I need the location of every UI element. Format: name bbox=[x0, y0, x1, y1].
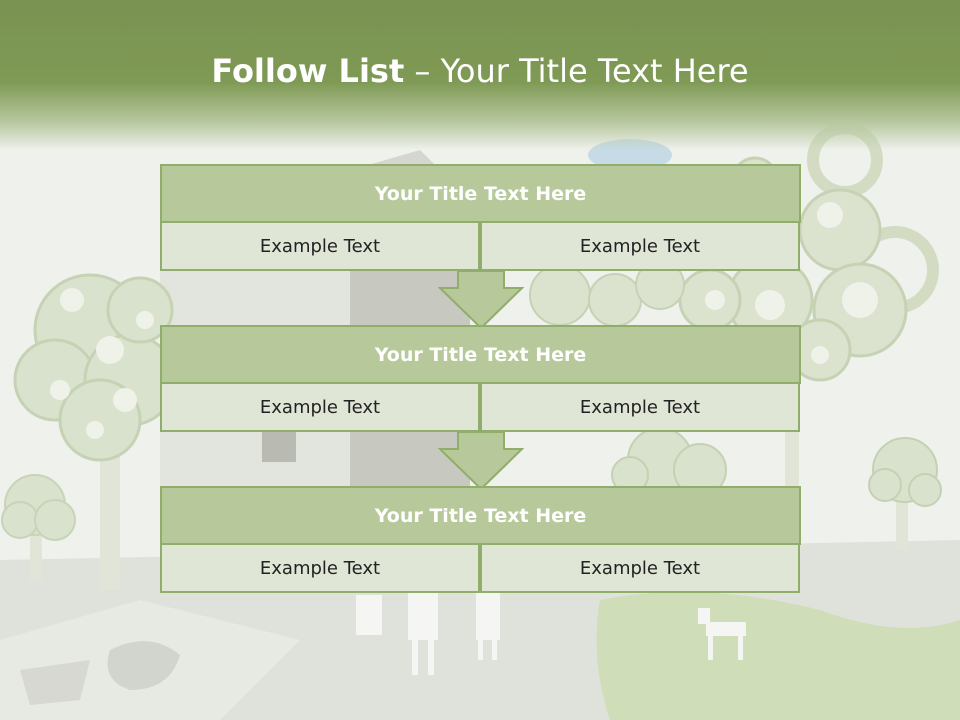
block-right-cell: Example Text bbox=[480, 382, 800, 432]
block-left-cell: Example Text bbox=[160, 221, 480, 271]
block-right-cell: Example Text bbox=[480, 543, 800, 593]
down-arrow-icon bbox=[438, 270, 524, 330]
title-bold: Follow List bbox=[211, 52, 405, 90]
title-rest: – Your Title Text Here bbox=[404, 52, 749, 90]
block-title: Your Title Text Here bbox=[160, 486, 801, 545]
block-title: Your Title Text Here bbox=[160, 164, 801, 223]
block-right-cell: Example Text bbox=[480, 221, 800, 271]
block-left-cell: Example Text bbox=[160, 382, 480, 432]
block-title: Your Title Text Here bbox=[160, 325, 801, 384]
block-left-cell: Example Text bbox=[160, 543, 480, 593]
down-arrow-icon bbox=[438, 431, 524, 491]
header-band bbox=[0, 0, 960, 150]
page-title: Follow List – Your Title Text Here bbox=[0, 52, 960, 90]
